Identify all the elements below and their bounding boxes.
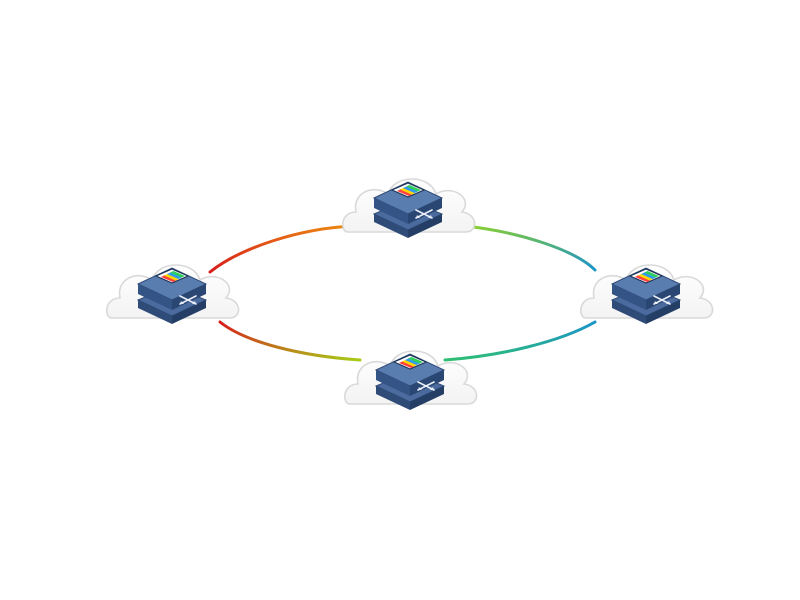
link-right-bottom <box>443 320 597 362</box>
node-left[interactable] <box>105 264 240 325</box>
node-right[interactable] <box>579 264 714 325</box>
node-top[interactable] <box>341 178 476 239</box>
link-top-right <box>463 224 597 272</box>
link-bottom-left <box>218 320 362 362</box>
link-left-top <box>208 224 357 274</box>
